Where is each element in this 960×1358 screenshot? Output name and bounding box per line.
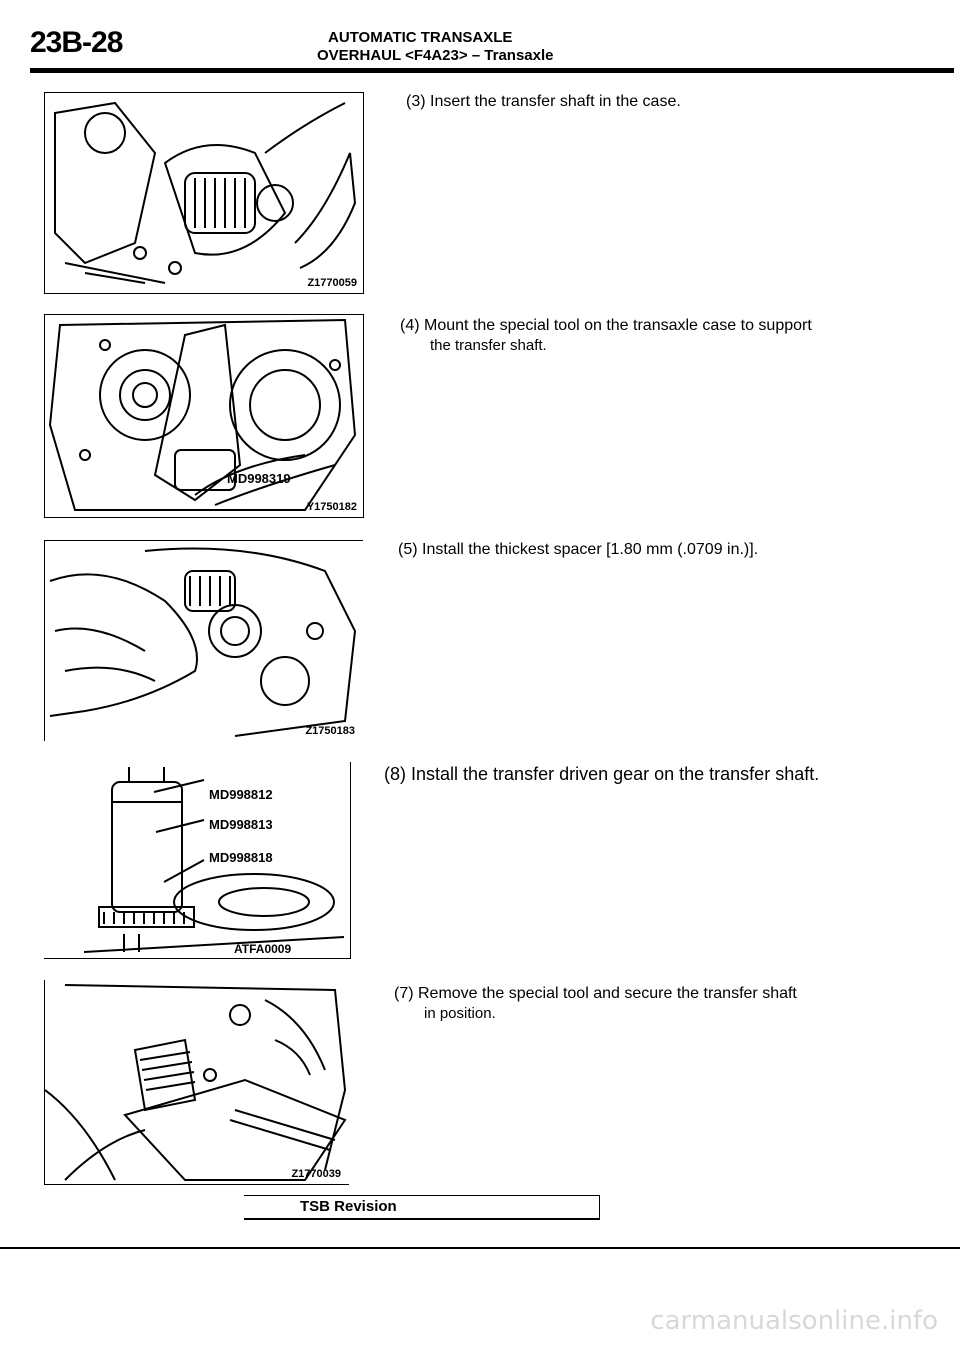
figure-install-spacer: Z1750183 bbox=[44, 540, 363, 741]
step-3: (3) Insert the transfer shaft in the cas… bbox=[406, 92, 681, 112]
footer-rule bbox=[0, 1247, 960, 1249]
step-continuation: in position. bbox=[424, 1005, 496, 1022]
step-continuation: the transfer shaft. bbox=[430, 337, 547, 354]
figure-code: ATFA0009 bbox=[234, 942, 292, 956]
tool-callout: MD998319 bbox=[227, 471, 291, 486]
watermark: carmanualsonline.info bbox=[650, 1306, 938, 1336]
tsb-revision-label: TSB Revision bbox=[300, 1198, 397, 1215]
figure-code: Z1770059 bbox=[307, 277, 357, 289]
figure-illustration bbox=[49, 547, 357, 737]
step-7: (7) Remove the special tool and secure t… bbox=[394, 984, 797, 1024]
step-text: (7) Remove the special tool and secure t… bbox=[394, 985, 797, 1002]
step-text: (3) Insert the transfer shaft in the cas… bbox=[406, 93, 681, 110]
figure-code: Y1750182 bbox=[306, 501, 357, 513]
figure-illustration bbox=[83, 767, 345, 953]
figure-code: Z1770039 bbox=[291, 1168, 341, 1180]
figure-driven-gear: MD998812 MD998813 MD998818 ATFA0009 bbox=[44, 762, 351, 959]
figure-illustration bbox=[54, 101, 357, 284]
step-8: (8) Install the transfer driven gear on … bbox=[384, 764, 819, 784]
tool-callout: MD998813 bbox=[209, 817, 273, 832]
step-text: (5) Install the thickest spacer [1.80 mm… bbox=[398, 541, 759, 558]
section-subtitle: OVERHAUL <F4A23> – Transaxle bbox=[317, 47, 554, 64]
header-rule bbox=[30, 68, 954, 73]
page-number: 23B-28 bbox=[30, 26, 123, 59]
figure-illustration bbox=[45, 984, 347, 1181]
step-text: (8) Install the transfer driven gear on … bbox=[384, 764, 820, 784]
step-text: (4) Mount the special tool on the transa… bbox=[400, 317, 812, 334]
figure-special-tool: MD998319 Y1750182 bbox=[44, 314, 364, 518]
step-5: (5) Install the thickest spacer [1.80 mm… bbox=[398, 540, 758, 560]
tsb-revision-box: TSB Revision bbox=[244, 1195, 600, 1220]
figure-insert-shaft: Z1770059 bbox=[44, 92, 364, 294]
step-4: (4) Mount the special tool on the transa… bbox=[400, 316, 812, 356]
figure-illustration bbox=[48, 318, 357, 511]
figure-remove-tool: Z1770039 bbox=[44, 980, 349, 1185]
tool-callout: MD998812 bbox=[209, 787, 273, 802]
tool-callout: MD998818 bbox=[209, 850, 273, 865]
figure-code: Z1750183 bbox=[305, 725, 355, 737]
section-title: AUTOMATIC TRANSAXLE bbox=[328, 29, 513, 46]
